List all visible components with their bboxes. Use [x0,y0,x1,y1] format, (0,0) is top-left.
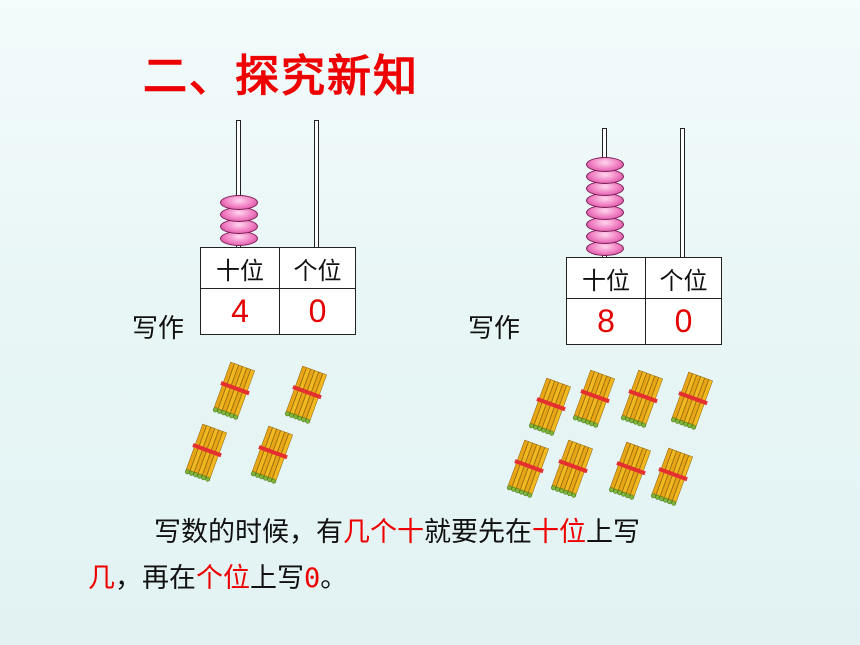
left-ones-value: 0 [279,288,356,335]
caption: 写数的时候，有几个十就要先在十位上写 几，再在个位上写0。 [88,510,788,602]
caption-line-2: 几，再在个位上写0。 [88,556,788,602]
abacus-bead [219,195,258,210]
stick-bundle [503,436,553,501]
page-title: 二、探究新知 [143,51,419,102]
caption-highlight: 十位 [532,517,586,548]
stick-bundle [247,422,297,487]
caption-highlight: 几 [88,563,115,594]
caption-text: 就要先在 [424,517,532,548]
caption-text: 。 [320,563,348,594]
left-write-label: 写作 [132,314,185,344]
caption-highlight: 0 [304,563,321,594]
caption-line-1: 写数的时候，有几个十就要先在十位上写 [88,510,788,556]
caption-highlight: 几个 [343,517,397,548]
stick-bundle [617,366,667,431]
stick-bundle [667,368,717,433]
stick-bundle [605,438,655,503]
left-tens-value: 4 [200,288,280,335]
stick-bundle [181,420,231,485]
abacus-bead [585,157,624,172]
left-ones-rod [314,120,319,248]
right-tens-header: 十位 [566,257,646,299]
stick-bundle [281,362,331,427]
caption-text: ，再在 [115,563,196,594]
stick-bundle [209,358,259,423]
right-ones-rod [680,128,685,258]
right-place-value-table: 十位 个位 8 0 [566,257,722,345]
caption-text: 写数的时候，有 [154,517,343,548]
left-tens-header: 十位 [200,247,280,289]
left-ones-header: 个位 [279,247,356,289]
caption-text: 上写 [586,517,640,548]
stick-bundle [547,436,597,501]
right-ones-header: 个位 [645,257,722,299]
caption-highlight: 十 [397,517,424,548]
stick-bundle [569,366,619,431]
stick-bundle [525,374,575,439]
right-write-label: 写作 [468,314,521,344]
caption-highlight: 个位 [196,563,250,594]
left-place-value-table: 十位 个位 4 0 [200,247,356,335]
stick-bundle [647,444,697,509]
right-ones-value: 0 [645,298,722,345]
caption-text: 上写 [250,563,304,594]
right-tens-value: 8 [566,298,646,345]
